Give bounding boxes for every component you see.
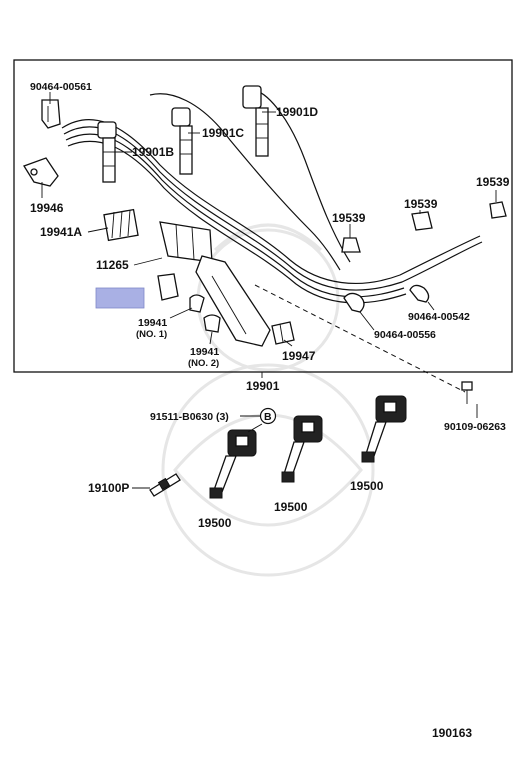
cord-19901C-boot bbox=[171, 107, 193, 175]
cord-cover-11265-icon bbox=[159, 221, 271, 347]
label-19901C: 19901C bbox=[202, 126, 244, 140]
grommet-19539-right-icon bbox=[489, 201, 507, 219]
label-19941-no2-sub: (NO. 2) bbox=[188, 358, 219, 369]
leader-lines bbox=[41, 92, 497, 489]
diagram-id: 190163 bbox=[432, 726, 472, 740]
label-19539-left: 19539 bbox=[332, 211, 366, 225]
label-19946: 19946 bbox=[30, 201, 64, 215]
grommet-19539-left-icon bbox=[341, 237, 361, 253]
label-19947: 19947 bbox=[282, 349, 316, 363]
label-91511-B0630: 91511-B0630 (3) bbox=[150, 411, 229, 423]
spark-plug-19100P-icon bbox=[149, 473, 181, 497]
clamp-90464-00561-icon bbox=[41, 99, 61, 129]
bolt-90109-06263-icon bbox=[461, 381, 473, 404]
ref-b-letter: B bbox=[264, 411, 272, 423]
label-19500-coil-1: 19500 bbox=[198, 516, 232, 530]
watermark-emblem bbox=[161, 223, 375, 577]
grommet-19539-mid-icon bbox=[411, 211, 433, 231]
cord-19901D-boot bbox=[242, 85, 269, 157]
clamp-90464-00542-icon bbox=[409, 284, 430, 303]
label-19901: 19901 bbox=[246, 379, 280, 393]
holder-19947-icon bbox=[271, 321, 295, 345]
label-19941A: 19941A bbox=[40, 225, 82, 239]
label-19100P: 19100P bbox=[88, 481, 129, 495]
ignition-coil-1-icon bbox=[209, 429, 257, 499]
label-19500-coil-3: 19500 bbox=[350, 479, 384, 493]
label-19901D: 19901D bbox=[276, 105, 318, 119]
assembly-frame bbox=[13, 59, 513, 373]
label-19901B: 19901B bbox=[132, 145, 174, 159]
label-90464-00556: 90464-00556 bbox=[374, 329, 436, 341]
dashed-leader bbox=[254, 284, 466, 393]
label-19941-no2: 19941 bbox=[190, 346, 219, 358]
label-11265: 11265 bbox=[96, 258, 129, 272]
label-19500-coil-2: 19500 bbox=[274, 500, 308, 514]
holder-19941A-icon bbox=[103, 208, 139, 242]
label-90109-06263: 90109-06263 bbox=[444, 421, 506, 433]
label-19539-mid: 19539 bbox=[404, 197, 438, 211]
label-90464-00542: 90464-00542 bbox=[408, 311, 470, 323]
clamp-19941-no1-icon bbox=[157, 273, 205, 313]
clamp-19941-no2-icon bbox=[203, 314, 221, 333]
ref-b-circle bbox=[259, 407, 277, 425]
highlight-marker[interactable] bbox=[95, 287, 145, 309]
ignition-coil-2-icon bbox=[281, 415, 323, 483]
clamp-90464-00556-icon bbox=[343, 292, 365, 313]
label-19941-no1-sub: (NO. 1) bbox=[136, 329, 167, 340]
cord-19901B-boot bbox=[97, 121, 117, 183]
bracket-19946-icon bbox=[23, 157, 59, 187]
label-19941-no1: 19941 bbox=[138, 317, 167, 329]
label-19539-right: 19539 bbox=[476, 175, 510, 189]
label-90464-00561: 90464-00561 bbox=[30, 81, 92, 93]
ignition-cords bbox=[61, 89, 483, 304]
ignition-coil-3-icon bbox=[361, 395, 407, 463]
